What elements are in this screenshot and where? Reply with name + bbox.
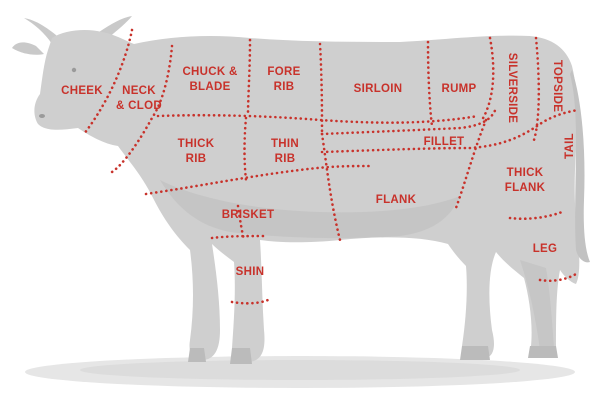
hoof-back-right: [528, 346, 558, 358]
label-topside: TOPSIDE: [551, 60, 563, 112]
label-thick-flank-line2: FLANK: [505, 182, 546, 194]
hoof-back-left: [460, 346, 490, 360]
label-tail: TAIL: [564, 133, 576, 159]
label-fillet: FILLET: [424, 136, 465, 148]
label-thick-flank-line1: THICK: [507, 167, 544, 179]
label-brisket: BRISKET: [222, 209, 275, 221]
label-neck-clod-line1: NECK: [122, 85, 156, 97]
label-silverside: SILVERSIDE: [506, 53, 518, 124]
label-sirloin: SIRLOIN: [354, 83, 403, 95]
ground-shadow: [25, 356, 575, 388]
label-neck-clod-line2: & CLOD: [116, 100, 162, 112]
eye: [72, 68, 76, 72]
cow-body: [34, 30, 579, 362]
nostril: [39, 114, 45, 118]
label-rump: RUMP: [441, 83, 476, 95]
ear: [12, 42, 44, 54]
label-leg: LEG: [533, 243, 558, 255]
label-thin-rib-line1: THIN: [271, 138, 299, 150]
label-chuck-blade-line2: BLADE: [189, 81, 230, 93]
label-thick-rib-line1: THICK: [178, 138, 215, 150]
label-fore-rib-line1: FORE: [267, 66, 300, 78]
hoof-front-right: [230, 348, 252, 364]
label-thin-rib-line2: RIB: [275, 153, 296, 165]
label-cheek: CHEEK: [61, 85, 103, 97]
label-chuck-blade-line1: CHUCK &: [182, 66, 237, 78]
label-thick-rib-line2: RIB: [186, 153, 207, 165]
hoof-front-left: [188, 348, 206, 362]
label-flank: FLANK: [376, 194, 417, 206]
cow-silhouette: [12, 16, 590, 364]
label-shin: SHIN: [236, 266, 265, 278]
label-fore-rib-line2: RIB: [274, 81, 295, 93]
